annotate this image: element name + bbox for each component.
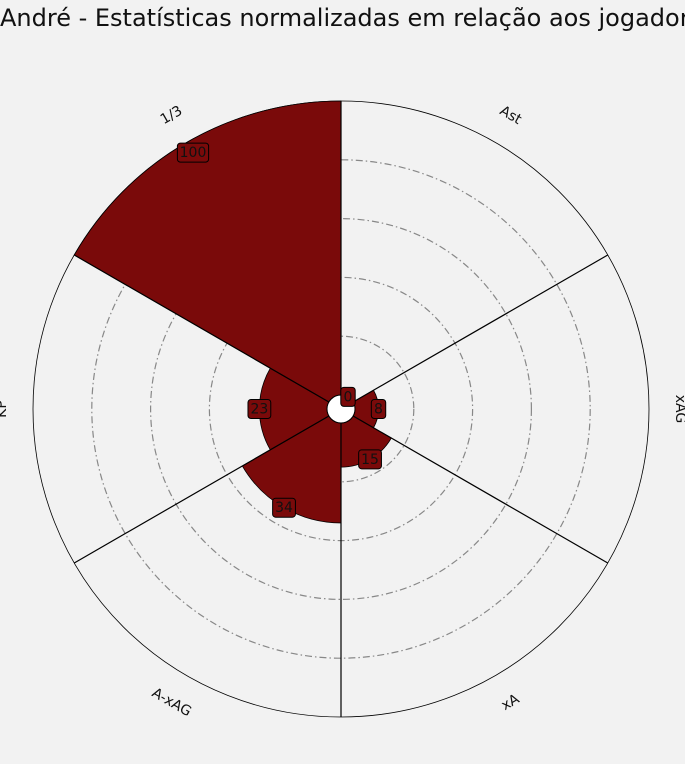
sector-lines-layer [73, 101, 609, 717]
chart-title: André - Estatísticas normalizadas em rel… [0, 4, 685, 32]
value-label-text-kp: 23 [250, 402, 268, 418]
value-label-box-xa [358, 449, 382, 470]
value-label-text-ast: 0 [344, 389, 353, 405]
value-label-text-xa: 15 [361, 452, 379, 468]
value-label-box-kp [247, 399, 272, 419]
category-label-xa: xA [499, 691, 523, 714]
value-label-xag: 8 [370, 399, 387, 419]
value-label-1-3: 100 [176, 142, 210, 163]
category-label-1-3: 1/3 [158, 103, 186, 128]
value-label-box-a-xag [272, 497, 296, 518]
value-label-text-1-3: 100 [180, 145, 207, 161]
value-label-ast: 0 [340, 386, 356, 407]
value-label-kp: 23 [247, 399, 272, 419]
sector-line-3 [352, 415, 609, 564]
category-label-kp: KP [0, 400, 10, 418]
grid-ring-4 [91, 159, 591, 659]
value-label-box-xag [370, 399, 387, 419]
grid-ring-3 [150, 218, 532, 600]
value-label-text-xag: 8 [374, 402, 383, 418]
category-label-a-xag: A-xAG [149, 685, 194, 720]
sector-line-5 [73, 415, 330, 564]
category-label-xag: xAG [672, 395, 685, 423]
value-label-box-ast [340, 386, 356, 407]
value-labels-layer: 0 8 15 34 23 100 [176, 142, 387, 518]
value-label-a-xag: 34 [272, 497, 296, 518]
sector-line-2 [352, 254, 609, 403]
sector-line-6 [73, 254, 330, 403]
value-label-text-a-xag: 34 [275, 500, 293, 516]
category-label-ast: Ast [497, 103, 525, 128]
value-label-xa: 15 [358, 449, 382, 470]
value-label-box-1-3 [176, 142, 210, 163]
